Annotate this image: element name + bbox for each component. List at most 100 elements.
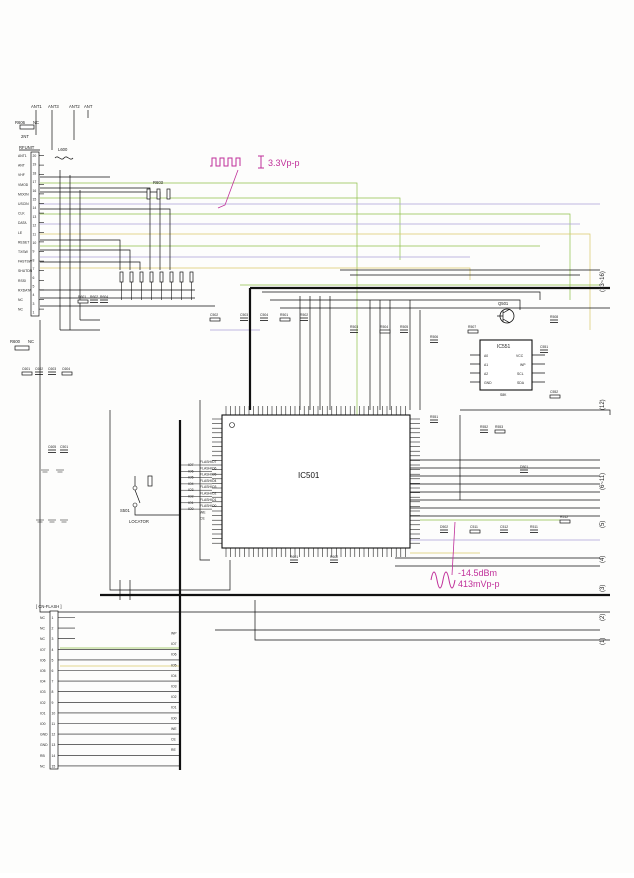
flash-pin-number: 13 — [52, 743, 56, 747]
resistor-r600-value: NC — [28, 339, 34, 344]
component-ref: R503 — [350, 325, 358, 329]
component-ref: C551 — [540, 345, 548, 349]
component-ref: R501 — [280, 313, 288, 317]
component-ref: R508 — [550, 315, 558, 319]
flash-pin-number: 14 — [52, 754, 56, 758]
ic501-left-pin-label: FLASHIO5 — [200, 473, 217, 477]
flash-bus-label: IO6 — [171, 653, 177, 657]
component-ref: C603 — [48, 367, 56, 371]
rf-pin-label: CLK — [18, 212, 25, 216]
rf-pin-label: ANT — [18, 164, 25, 168]
antenna-label-3: ANT2 — [69, 104, 80, 109]
flash-bus-label: IO2 — [171, 695, 177, 699]
rf-pin-number: 15 — [33, 198, 37, 202]
ic501-body — [221, 414, 411, 549]
side-index-label: (6~11) — [600, 473, 606, 490]
ic551-name: IC551 — [497, 344, 511, 350]
flash-bus-label: WP — [171, 632, 177, 636]
component-ref: R553 — [495, 425, 503, 429]
component-ref: C602 — [35, 367, 43, 371]
black-traces — [39, 170, 611, 770]
transistor-q501: Q501 — [497, 301, 515, 324]
component-body — [469, 529, 481, 534]
flash-pin-label: GND — [40, 733, 48, 737]
component-ref: C504 — [260, 313, 268, 317]
flash-bus-label: WE — [171, 727, 177, 731]
flash-pin-number: 15 — [52, 764, 56, 768]
flash-pin-label: NC — [40, 616, 45, 620]
component-ref: C501 — [60, 445, 68, 449]
bottom-waveform-amplitude: 413mVp-p — [458, 579, 500, 589]
flash-pin-number: 7 — [52, 680, 54, 684]
component-ref: R602 — [90, 295, 98, 299]
rf-pin-label: DATA — [18, 221, 27, 225]
ic501-left-pin-label: CE — [200, 517, 205, 521]
component-ref: C604 — [62, 367, 70, 371]
flash-pin-label: IO5 — [40, 669, 46, 673]
locator-switch-ref: S501 — [120, 508, 130, 513]
component-ref: R502 — [300, 313, 308, 317]
flash-pin-number: 8 — [52, 690, 54, 694]
flash-pin-number: 10 — [52, 711, 56, 715]
flash-bus-label: IO7 — [171, 642, 177, 646]
rf-pin-number: 17 — [33, 180, 37, 184]
rf-pin-label: ANT1 — [18, 154, 27, 158]
ground-label: 2NT — [21, 134, 29, 139]
component-ref: C552 — [550, 390, 558, 394]
rf-pin-label: RXDATA — [18, 288, 32, 292]
top-waveform-amplitude: 3.3Vp-p — [268, 158, 300, 168]
flash-pin-label: IO3 — [40, 690, 46, 694]
ground-symbol — [48, 519, 56, 523]
side-index-labels: (13~16)(12)(6~11)(5)(4)(3)(2)(1) — [600, 271, 606, 645]
rf-pin-number: 4 — [33, 293, 35, 297]
component-ref: C601 — [22, 367, 30, 371]
component-ref: C511 — [470, 525, 478, 529]
ic501-left-signal-labels: FLASHIO7FLASHIO6FLASHIO5FLASHIO4FLASHIO3… — [180, 460, 217, 521]
component-ref: R601 — [290, 555, 298, 559]
side-index-label: (4) — [600, 556, 606, 563]
rf-pin-number: 1 — [33, 311, 35, 315]
rf-pin-number: 8 — [33, 258, 35, 262]
svg-text:SDA: SDA — [517, 381, 525, 385]
component-body — [559, 519, 571, 524]
locator-label: LOCATOR — [129, 519, 149, 524]
component-ref: R512 — [560, 515, 568, 519]
rf-pin-label: VMOD — [18, 183, 29, 187]
rf-pin-label: NC — [18, 298, 23, 302]
component-ref: C512 — [500, 525, 508, 529]
rf-pin-number: 20 — [33, 154, 37, 158]
resistor-r600-label: R600 — [10, 339, 21, 344]
component-body — [21, 371, 33, 376]
resistor-r606-value: NC — [33, 120, 39, 125]
ic501-left-pin-label: FLASHIO3 — [200, 485, 217, 489]
flash-bus-label: CE — [171, 738, 176, 742]
rf-pin-number: 14 — [33, 206, 37, 210]
flash-pin-number: 11 — [52, 722, 56, 726]
flash-pin-label: NC — [40, 637, 45, 641]
transistor-label: Q501 — [498, 301, 509, 306]
flash-pin-number: 6 — [52, 669, 54, 673]
ic501-left-pin-label: WE — [200, 510, 206, 514]
rf-pin-label: RSSI — [18, 279, 26, 283]
side-index-label: (13~16) — [600, 271, 606, 292]
ic501: IC501 FLASHIO7FLASHIO6FLASHIO5FLASHIO4FL… — [180, 406, 420, 557]
flash-pin-number: 12 — [52, 733, 56, 737]
component-ref: R507 — [468, 325, 476, 329]
antenna-label-4: ANT — [84, 104, 93, 109]
flash-pin-number: 4 — [52, 648, 54, 652]
rf-pin-number: 9 — [33, 250, 35, 254]
component-ref: R551 — [430, 415, 438, 419]
flash-pin-label: NC — [40, 627, 45, 631]
ground-symbol — [60, 519, 68, 523]
ic551: IC551 A0 A1 A2 GND VCC WP SCL SDA S8K — [470, 339, 545, 397]
rf-pin-label: FASTSW — [18, 260, 33, 264]
bottom-waveform-level: -14.5dBm — [458, 568, 497, 578]
antenna-label-2: ANT3 — [48, 104, 59, 109]
rf-pin-label: NC — [18, 308, 23, 312]
ground-symbol — [56, 469, 64, 473]
ic501-name: IC501 — [298, 471, 320, 480]
component-body — [494, 429, 506, 434]
rf-pin-label: MOON — [18, 192, 29, 196]
